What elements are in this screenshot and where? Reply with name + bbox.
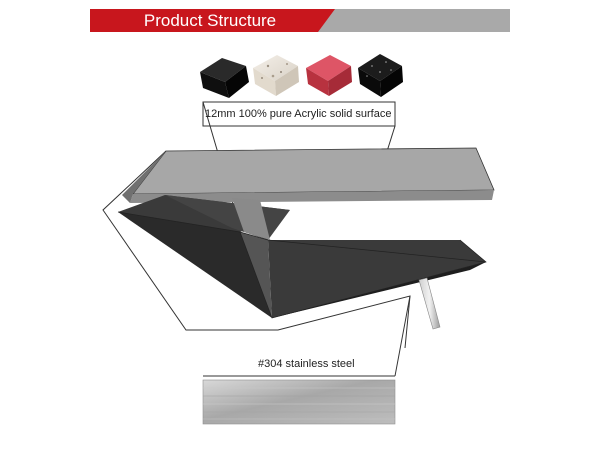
- header-gray-bar: [315, 9, 510, 32]
- header-red-bar: [90, 9, 335, 32]
- acrylic-material-label: 12mm 100% pure Acrylic solid surface: [205, 108, 392, 120]
- desk-base: [117, 195, 487, 319]
- desk-top-slab: [122, 147, 495, 203]
- acrylic-label-frame: [202, 101, 396, 127]
- steel-leader: [394, 295, 411, 377]
- steel-sample: [202, 379, 396, 425]
- swatch-black-sparkle: [358, 54, 403, 97]
- steel-leg: [418, 277, 441, 330]
- swatch-black: [200, 58, 249, 98]
- desk-outline: [102, 150, 411, 349]
- steel-material-label: #304 stainless steel: [258, 358, 355, 370]
- swatch-row: [200, 54, 403, 98]
- page-title: Product Structure: [143, 11, 277, 30]
- swatch-white-speckled: [253, 55, 299, 96]
- header-banner: [90, 9, 510, 32]
- swatch-red: [306, 55, 352, 96]
